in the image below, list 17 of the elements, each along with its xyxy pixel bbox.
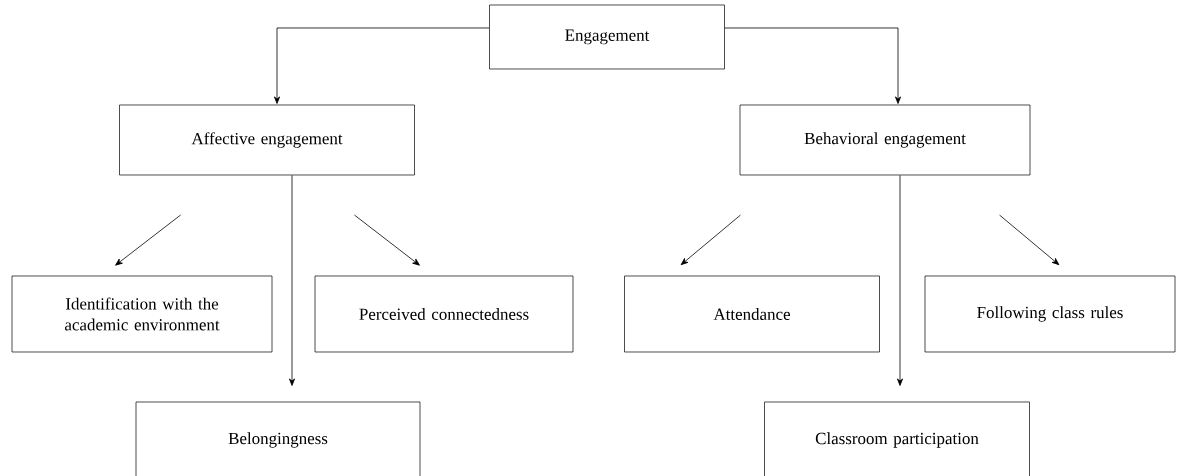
box: Behavioral engagement	[739, 104, 1031, 176]
box: Attendance	[624, 275, 880, 353]
arrow	[724, 27, 901, 104]
arrow	[354, 214, 420, 266]
arrow	[115, 214, 181, 266]
box: Engagement	[489, 4, 725, 70]
arrow	[289, 174, 295, 386]
box: Identification with the academic environment	[11, 275, 273, 353]
box: Belongingness	[135, 401, 421, 476]
arrow	[897, 174, 903, 386]
box: Perceived connectedness	[314, 275, 574, 353]
box: Affective engagement	[119, 104, 415, 176]
arrow	[680, 214, 741, 266]
arrow	[999, 214, 1060, 266]
box: Classroom participation	[764, 401, 1030, 476]
box: Following class rules	[924, 275, 1176, 353]
arrow	[274, 27, 490, 104]
